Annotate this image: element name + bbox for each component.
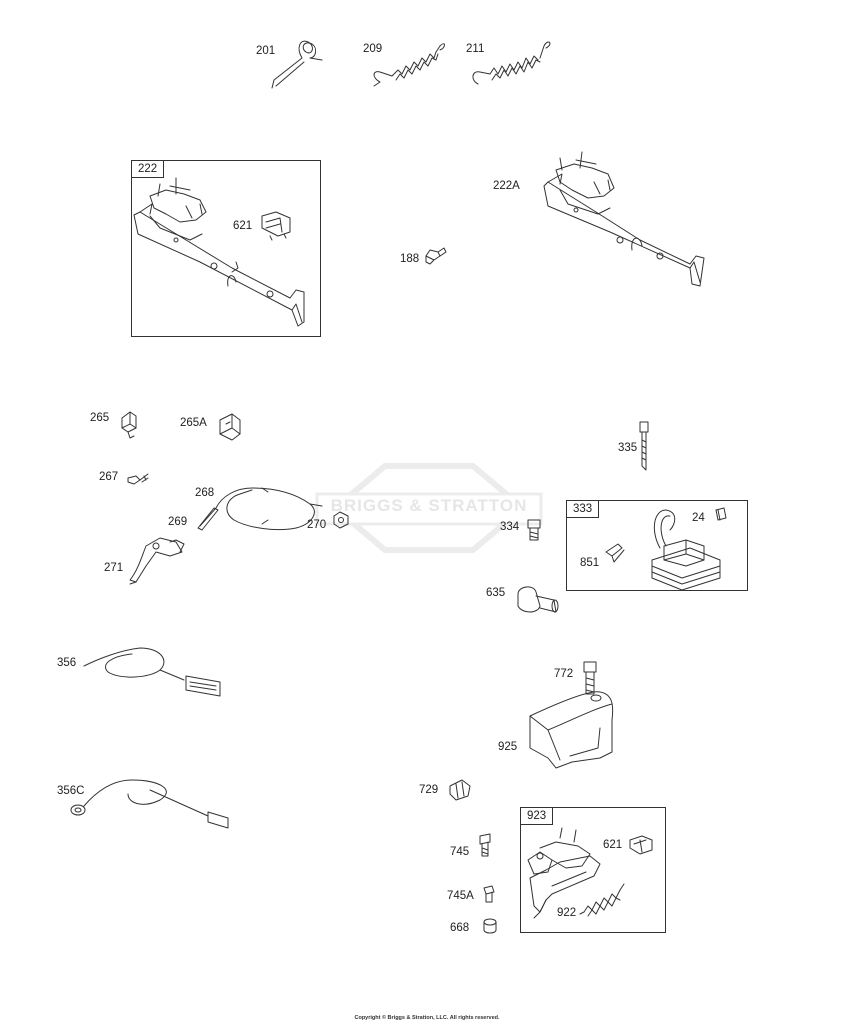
part-label-745[interactable]: 745: [450, 846, 470, 858]
part-label-335[interactable]: 335: [618, 442, 638, 454]
spacer-24-drawing: [715, 507, 727, 521]
brand-watermark: BRIGGS & STRATTON: [315, 462, 543, 554]
bushing-668-drawing: [483, 918, 497, 934]
part-label-268[interactable]: 268: [195, 487, 215, 499]
spring-209-drawing: [373, 43, 445, 87]
clip-265A-drawing: [219, 413, 241, 441]
part-label-265A[interactable]: 265A: [180, 417, 207, 429]
kit-box-923: 923: [520, 807, 666, 933]
part-label-201[interactable]: 201: [256, 45, 276, 57]
part-label-270[interactable]: 270: [307, 519, 327, 531]
part-label-211[interactable]: 211: [466, 43, 485, 55]
part-label-621-lower[interactable]: 621: [603, 839, 623, 851]
armature-333-drawing: [651, 509, 721, 591]
part-label-668[interactable]: 668: [450, 922, 470, 934]
part-label-334[interactable]: 334: [500, 521, 520, 533]
ground-wire-356-drawing: [83, 647, 221, 697]
spring-922-drawing: [579, 883, 625, 917]
cover-925-drawing: [529, 691, 614, 769]
clip-621-drawing: [261, 211, 291, 241]
grommet-729-drawing: [449, 779, 471, 801]
part-label-745A[interactable]: 745A: [447, 890, 474, 902]
ground-wire-356C-drawing: [70, 779, 229, 829]
clip-621-lower-drawing: [629, 835, 653, 855]
spark-plug-boot-635-drawing: [517, 586, 559, 613]
stop-lever-271-drawing: [129, 537, 185, 585]
wire-link-201-drawing: [271, 40, 323, 89]
part-label-269[interactable]: 269: [168, 516, 188, 528]
part-label-635[interactable]: 635: [486, 587, 506, 599]
part-label-271[interactable]: 271: [104, 562, 124, 574]
watermark-hexagon-icon: [315, 463, 543, 553]
screw-188-drawing: [425, 247, 447, 265]
bolt-334-drawing: [527, 519, 541, 541]
cable-268-drawing: [197, 487, 323, 531]
screw-267-drawing: [127, 473, 149, 485]
part-label-851[interactable]: 851: [580, 557, 600, 569]
part-label-209[interactable]: 209: [363, 43, 383, 55]
part-label-922[interactable]: 922: [557, 907, 577, 919]
part-label-925[interactable]: 925: [498, 741, 518, 753]
control-bracket-222A-drawing: [543, 151, 705, 287]
nut-270-drawing: [333, 511, 349, 529]
part-label-772[interactable]: 772: [554, 668, 574, 680]
part-label-356[interactable]: 356: [57, 657, 77, 669]
kit-label-222[interactable]: 222: [132, 161, 165, 178]
part-label-729[interactable]: 729: [419, 784, 439, 796]
spring-211-drawing: [472, 41, 551, 85]
bolt-335-drawing: [639, 421, 649, 471]
part-label-356C[interactable]: 356C: [57, 785, 85, 797]
control-bracket-222-drawing: [133, 177, 305, 327]
part-label-188[interactable]: 188: [400, 253, 420, 265]
clip-265-drawing: [121, 411, 137, 439]
governor-bracket-923-drawing: [527, 827, 601, 919]
kit-box-222: 222: [131, 160, 321, 337]
copyright-footer: Copyright © Briggs & Stratton, LLC. All …: [354, 1015, 500, 1021]
part-label-267[interactable]: 267: [99, 471, 119, 483]
screw-745A-drawing: [483, 885, 495, 903]
kit-box-333: 333: [566, 500, 748, 591]
part-label-621-upper[interactable]: 621: [233, 220, 253, 232]
part-label-24[interactable]: 24: [692, 512, 705, 524]
kit-label-923[interactable]: 923: [521, 808, 554, 825]
part-label-222A[interactable]: 222A: [493, 180, 520, 192]
watermark-text: BRIGGS & STRATTON: [330, 496, 528, 515]
kit-label-333[interactable]: 333: [567, 501, 600, 518]
screw-772-drawing: [583, 661, 597, 695]
terminal-851-drawing: [605, 543, 625, 563]
part-label-265[interactable]: 265: [90, 412, 110, 424]
screw-745-drawing: [479, 833, 491, 857]
